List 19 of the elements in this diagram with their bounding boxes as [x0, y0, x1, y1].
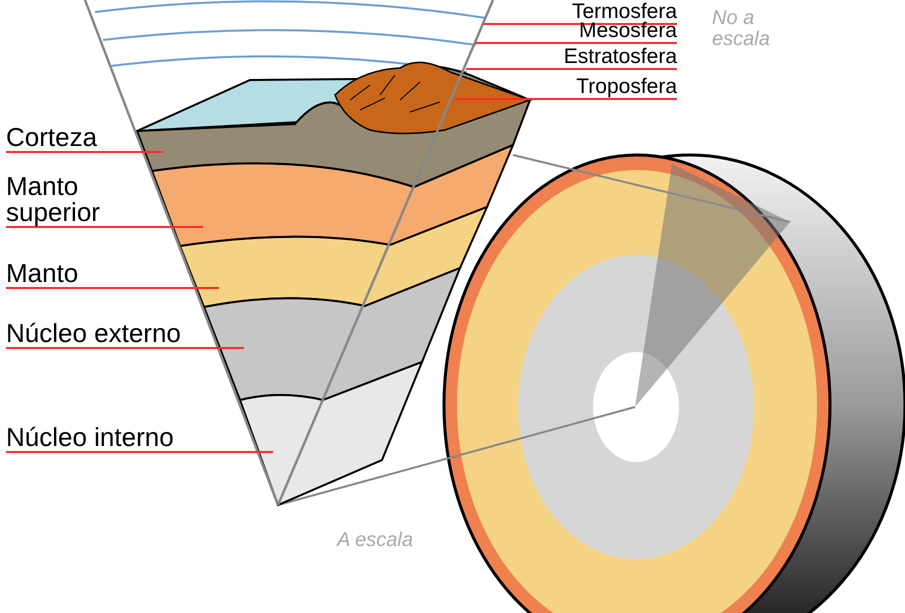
scale-note: A escala: [337, 530, 414, 551]
layer-label: Estratosfera: [487, 46, 677, 69]
layer-label: Mesosfera: [487, 20, 677, 43]
layer-label: Núcleo interno: [6, 424, 236, 452]
leader-line: [6, 226, 203, 228]
leader-line: [455, 98, 677, 100]
leader-line: [483, 23, 677, 25]
layer-label: Manto: [6, 260, 156, 288]
layer-label: Troposfera: [487, 76, 677, 99]
layer-label: Manto superior: [6, 173, 156, 227]
layer-label: Corteza: [6, 124, 156, 152]
layer-label: Núcleo externo: [6, 320, 236, 348]
leader-line: [6, 347, 244, 349]
leader-line: [6, 287, 219, 289]
leader-line: [475, 42, 677, 44]
leader-line: [466, 68, 677, 70]
leader-line: [6, 451, 273, 453]
leader-line: [6, 151, 163, 153]
scale-note: No a escala: [712, 8, 771, 50]
